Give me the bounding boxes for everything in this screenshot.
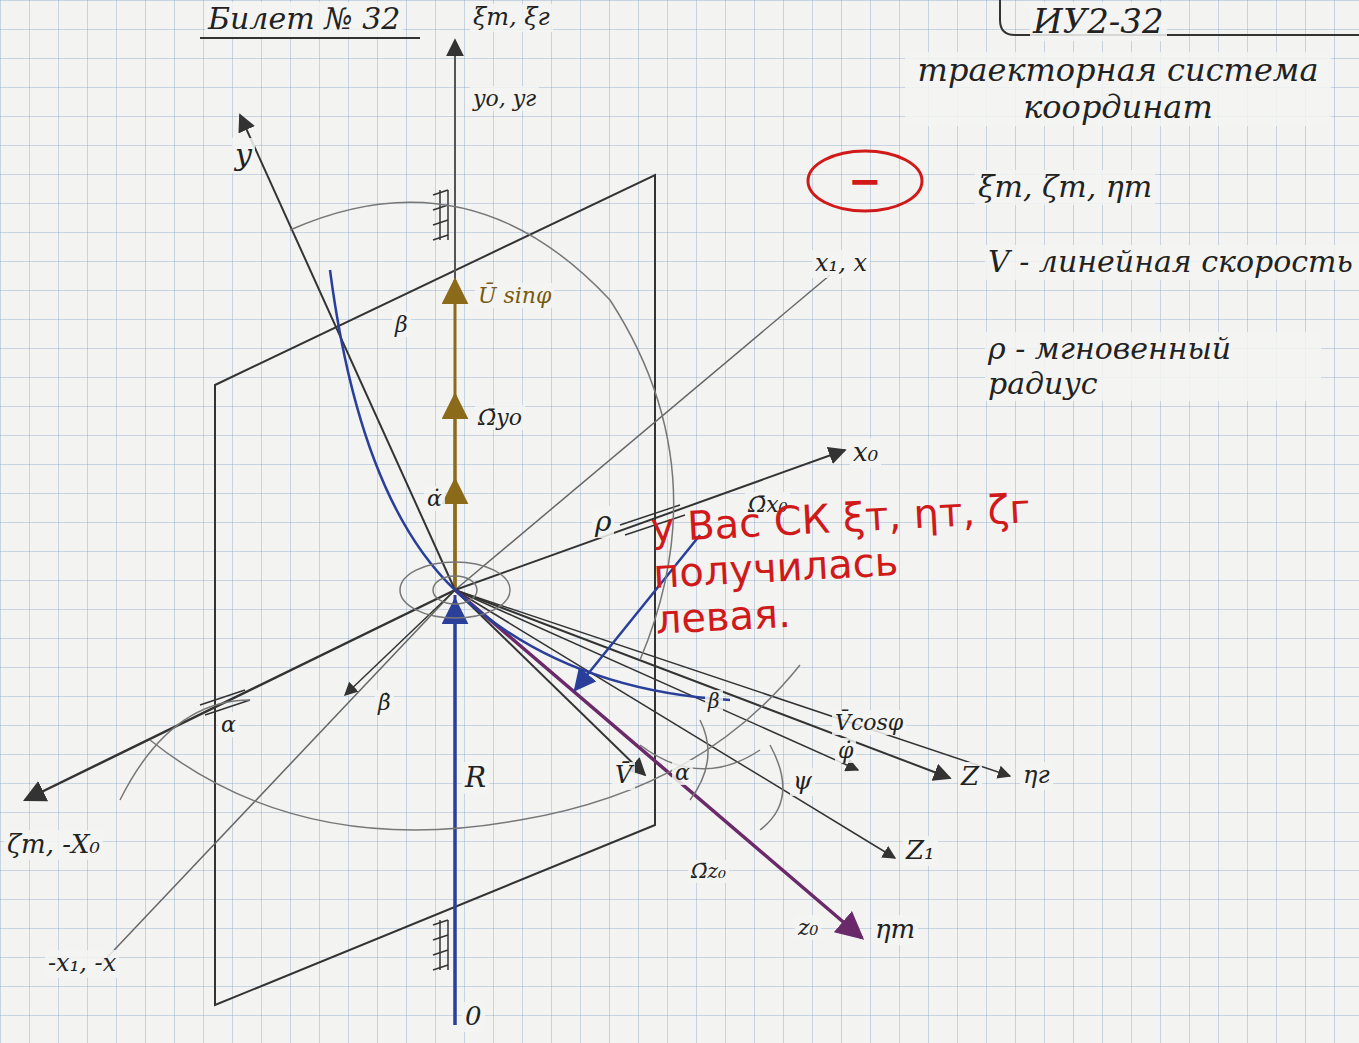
axis-label: α xyxy=(218,712,239,737)
axis-label: Z xyxy=(958,762,982,792)
axis-label: ηг xyxy=(1020,762,1053,790)
axis-label: x₀ xyxy=(850,438,881,468)
circled-mark: − xyxy=(805,148,925,214)
axis-label: 0 xyxy=(462,1002,485,1032)
axis-label: Билет № 32 xyxy=(205,2,403,37)
axis-label: Z₁ xyxy=(903,836,938,866)
axis-label: ρ xyxy=(592,506,614,538)
axis-label: Ω̄yо xyxy=(475,405,525,430)
axis-label: α xyxy=(672,760,693,785)
axis-label: ζт, -X₀ xyxy=(4,830,103,860)
axis-label: -x₁, -x xyxy=(45,950,119,978)
axis-label: y xyxy=(232,138,255,173)
axis-label: ξт, ξг xyxy=(470,4,553,32)
axis-label: Ū sinφ xyxy=(475,283,554,308)
axis-label: yо, yг xyxy=(470,86,539,111)
axis-label: x₁, x xyxy=(812,250,870,278)
axis-label: траекторная система координат xyxy=(905,52,1331,126)
axis-label: β xyxy=(705,690,723,713)
axis-label: ψ xyxy=(790,768,815,796)
axis-label: ρ - мгновенный радиус xyxy=(985,332,1321,401)
axis-label: ИУ2-32 xyxy=(1030,2,1167,41)
mark-text: − xyxy=(848,158,882,204)
axis-label: β̇ xyxy=(375,690,394,715)
axis-label: ξт, ζт, ηт xyxy=(975,170,1155,205)
axis-label: V - линейная скорость xyxy=(985,245,1359,280)
axis-label: Ω̄z₀ xyxy=(688,860,729,883)
axis-label: V̄ xyxy=(612,762,635,790)
axis-label: α̇ xyxy=(424,486,445,511)
axis-label: φ̇ xyxy=(835,738,856,763)
axis-label: z₀ xyxy=(795,915,821,940)
axis-label: β xyxy=(392,312,411,337)
axis-label: ηт xyxy=(872,915,918,945)
teacher-note: у Вас СК ξт, ηт, ζг получилась левая. xyxy=(647,485,1040,643)
axis-label: R xyxy=(462,762,489,794)
axis-label: V̄cosφ xyxy=(832,710,906,735)
